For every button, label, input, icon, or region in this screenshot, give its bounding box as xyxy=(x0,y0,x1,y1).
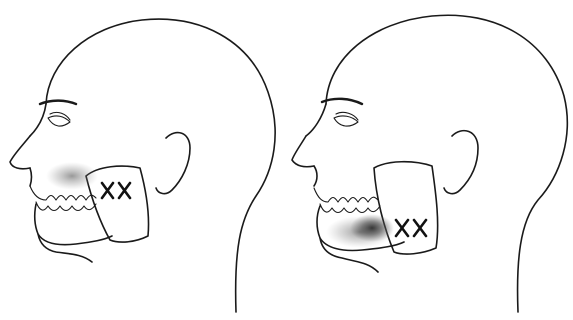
left-ear xyxy=(156,133,190,194)
left-head-figure xyxy=(10,19,275,312)
right-lower-teeth xyxy=(320,204,380,213)
right-head-outline xyxy=(326,15,567,312)
right-forehead xyxy=(306,104,326,136)
right-referred-pain-halo xyxy=(326,216,394,248)
right-nose xyxy=(292,136,314,167)
right-eye xyxy=(334,116,358,126)
left-nose xyxy=(10,136,30,169)
left-upper-lip xyxy=(30,168,32,186)
right-trigger-point-x-2 xyxy=(414,220,426,236)
left-referred-pain-zone xyxy=(46,162,98,190)
right-head-figure xyxy=(292,15,567,312)
left-chin xyxy=(35,204,112,245)
right-upper-teeth xyxy=(314,188,378,202)
right-upper-lip xyxy=(314,166,317,186)
right-trigger-point-x-1 xyxy=(396,220,408,236)
left-trigger-point-x-2 xyxy=(119,183,130,198)
left-lower-teeth xyxy=(36,202,96,211)
left-forehead xyxy=(30,104,46,136)
left-trigger-point-x-1 xyxy=(102,183,113,198)
right-eyebrow xyxy=(322,99,362,104)
left-throat xyxy=(38,234,92,262)
right-ear xyxy=(444,131,478,194)
left-eye xyxy=(48,116,70,126)
